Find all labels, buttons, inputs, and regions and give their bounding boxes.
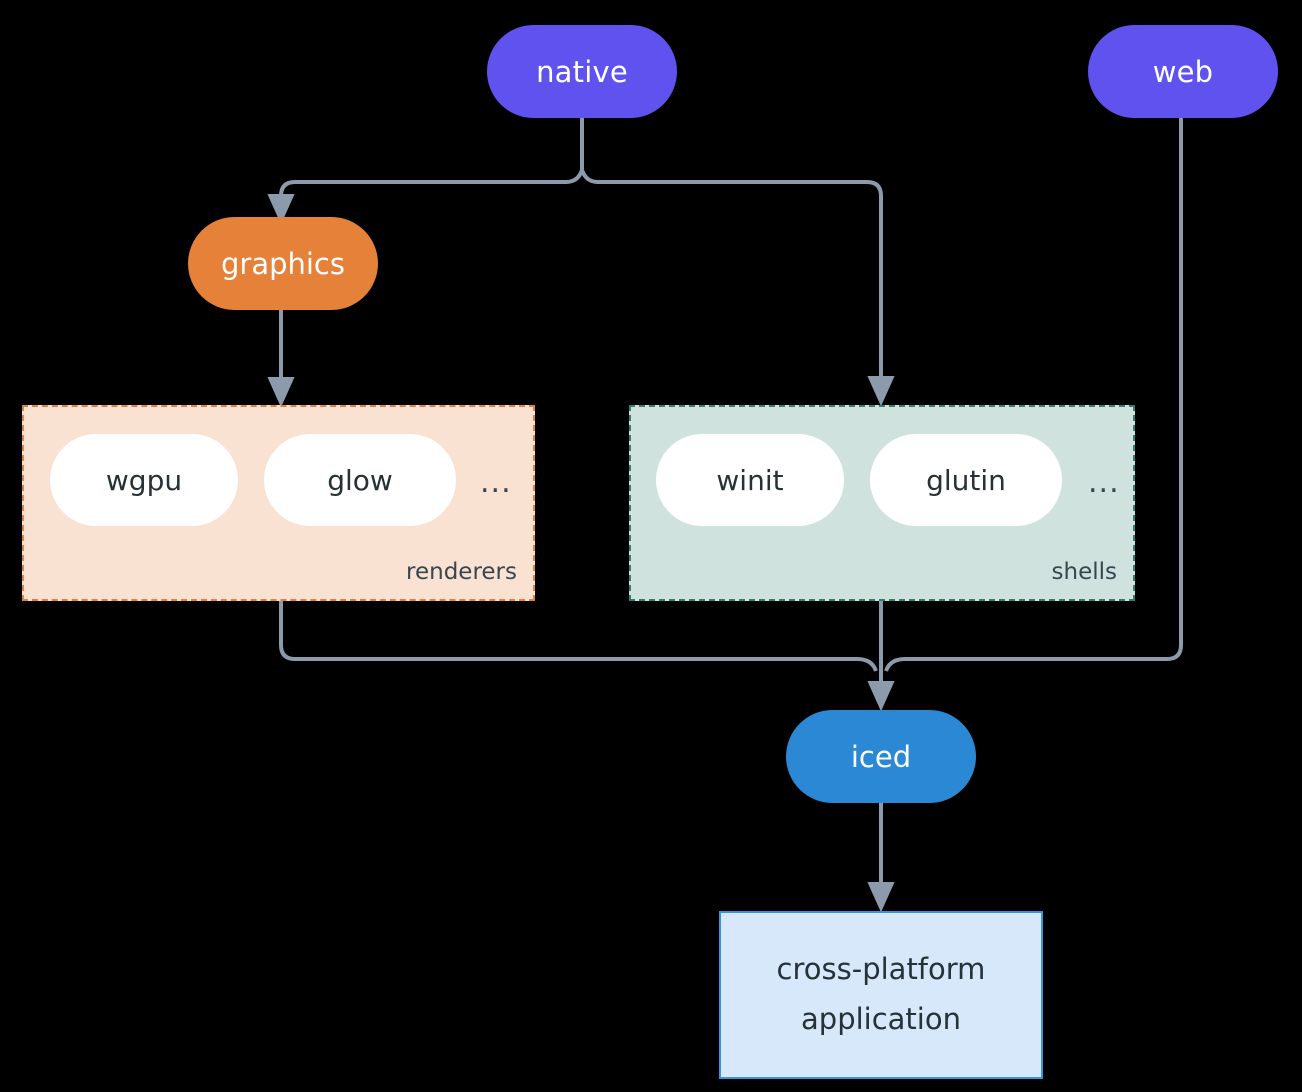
shells-overflow-ellipsis: ... bbox=[1088, 465, 1120, 500]
edge-native-to-shells bbox=[580, 169, 895, 407]
edge-native-to-graphics bbox=[267, 169, 584, 225]
node-native[interactable]: native bbox=[487, 25, 677, 118]
chip-glow[interactable]: glow bbox=[264, 434, 456, 526]
node-native-label: native bbox=[536, 54, 628, 89]
edge-renderers-to-iced bbox=[279, 601, 878, 672]
chip-winit-label: winit bbox=[716, 463, 784, 497]
chip-wgpu-label: wgpu bbox=[105, 463, 183, 497]
node-iced[interactable]: iced bbox=[786, 710, 976, 803]
node-web-label: web bbox=[1152, 54, 1214, 89]
group-shells-label: shells bbox=[1051, 559, 1117, 585]
node-graphics-label: graphics bbox=[220, 246, 345, 281]
node-graphics[interactable]: graphics bbox=[188, 217, 378, 310]
renderers-overflow-ellipsis: ... bbox=[480, 465, 512, 500]
chip-glutin-label: glutin bbox=[926, 463, 1006, 497]
node-cross-platform-application[interactable]: cross-platform application bbox=[719, 911, 1043, 1079]
application-label-line1: cross-platform bbox=[776, 952, 986, 987]
application-label-line2: application bbox=[801, 1002, 961, 1036]
chip-winit[interactable]: winit bbox=[656, 434, 844, 526]
node-web[interactable]: web bbox=[1088, 25, 1278, 118]
chip-glutin[interactable]: glutin bbox=[870, 434, 1062, 526]
chip-wgpu[interactable]: wgpu bbox=[50, 434, 238, 526]
node-iced-label: iced bbox=[850, 739, 912, 774]
group-renderers-label: renderers bbox=[406, 559, 517, 585]
chip-glow-label: glow bbox=[327, 463, 393, 497]
